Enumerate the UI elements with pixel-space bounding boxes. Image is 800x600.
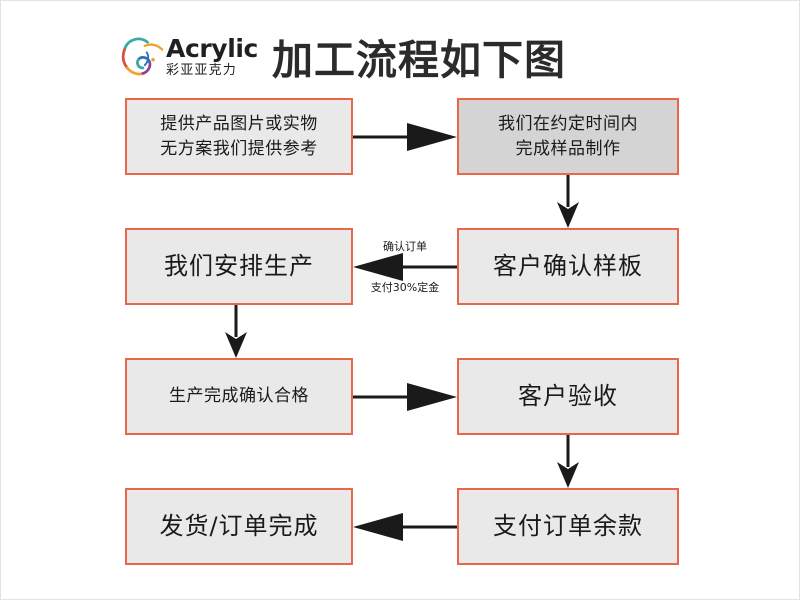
page-title: 加工流程如下图	[271, 36, 566, 84]
flow-node-pay-balance: 支付订单余款	[457, 488, 679, 565]
arrow-node6-to-node8	[554, 435, 582, 488]
brand-name-chinese: 彩亚亚克力	[166, 62, 238, 78]
acrylic-swirl-logo-icon	[121, 37, 164, 76]
flow-node-label: 我们安排生产	[164, 251, 314, 280]
header: Acrylic 彩亚亚克力 加工流程如下图	[119, 23, 699, 89]
flow-node-label: 提供产品图片或实物 无方案我们提供参考	[160, 113, 318, 159]
flow-node-label: 生产完成确认合格	[169, 386, 309, 407]
arrow-node3-to-node5	[222, 305, 250, 358]
flow-node-label: 支付订单余款	[493, 511, 643, 540]
flow-node-customer-confirm-sample: 客户确认样板	[457, 228, 679, 305]
flow-node-provide-product-image: 提供产品图片或实物 无方案我们提供参考	[125, 98, 353, 175]
flow-node-customer-acceptance: 客户验收	[457, 358, 679, 435]
arrow-node2-to-node4	[554, 175, 582, 228]
brand-logo-text: Acrylic 彩亚亚克力	[166, 36, 258, 77]
flow-node-sample-production: 我们在约定时间内 完成样品制作	[457, 98, 679, 175]
flow-node-label: 我们在约定时间内 完成样品制作	[498, 113, 638, 159]
arrow-node4-to-node3	[353, 253, 457, 281]
edge-label-confirm-order: 确认订单	[383, 240, 427, 253]
brand-logo: Acrylic 彩亚亚克力	[119, 32, 258, 80]
flow-node-label: 客户确认样板	[493, 251, 643, 280]
brand-name-latin: Acrylic	[166, 33, 258, 63]
arrow-node8-to-node7	[353, 513, 457, 541]
flow-node-production-qualified: 生产完成确认合格	[125, 358, 353, 435]
flow-node-label: 客户验收	[518, 381, 618, 410]
flow-node-shipment-order-complete: 发货/订单完成	[125, 488, 353, 565]
arrow-node5-to-node6	[353, 383, 457, 411]
arrow-node1-to-node2	[353, 123, 457, 151]
flow-node-arrange-production: 我们安排生产	[125, 228, 353, 305]
flow-node-label: 发货/订单完成	[159, 511, 319, 540]
edge-label-deposit: 支付30%定金	[370, 281, 440, 294]
